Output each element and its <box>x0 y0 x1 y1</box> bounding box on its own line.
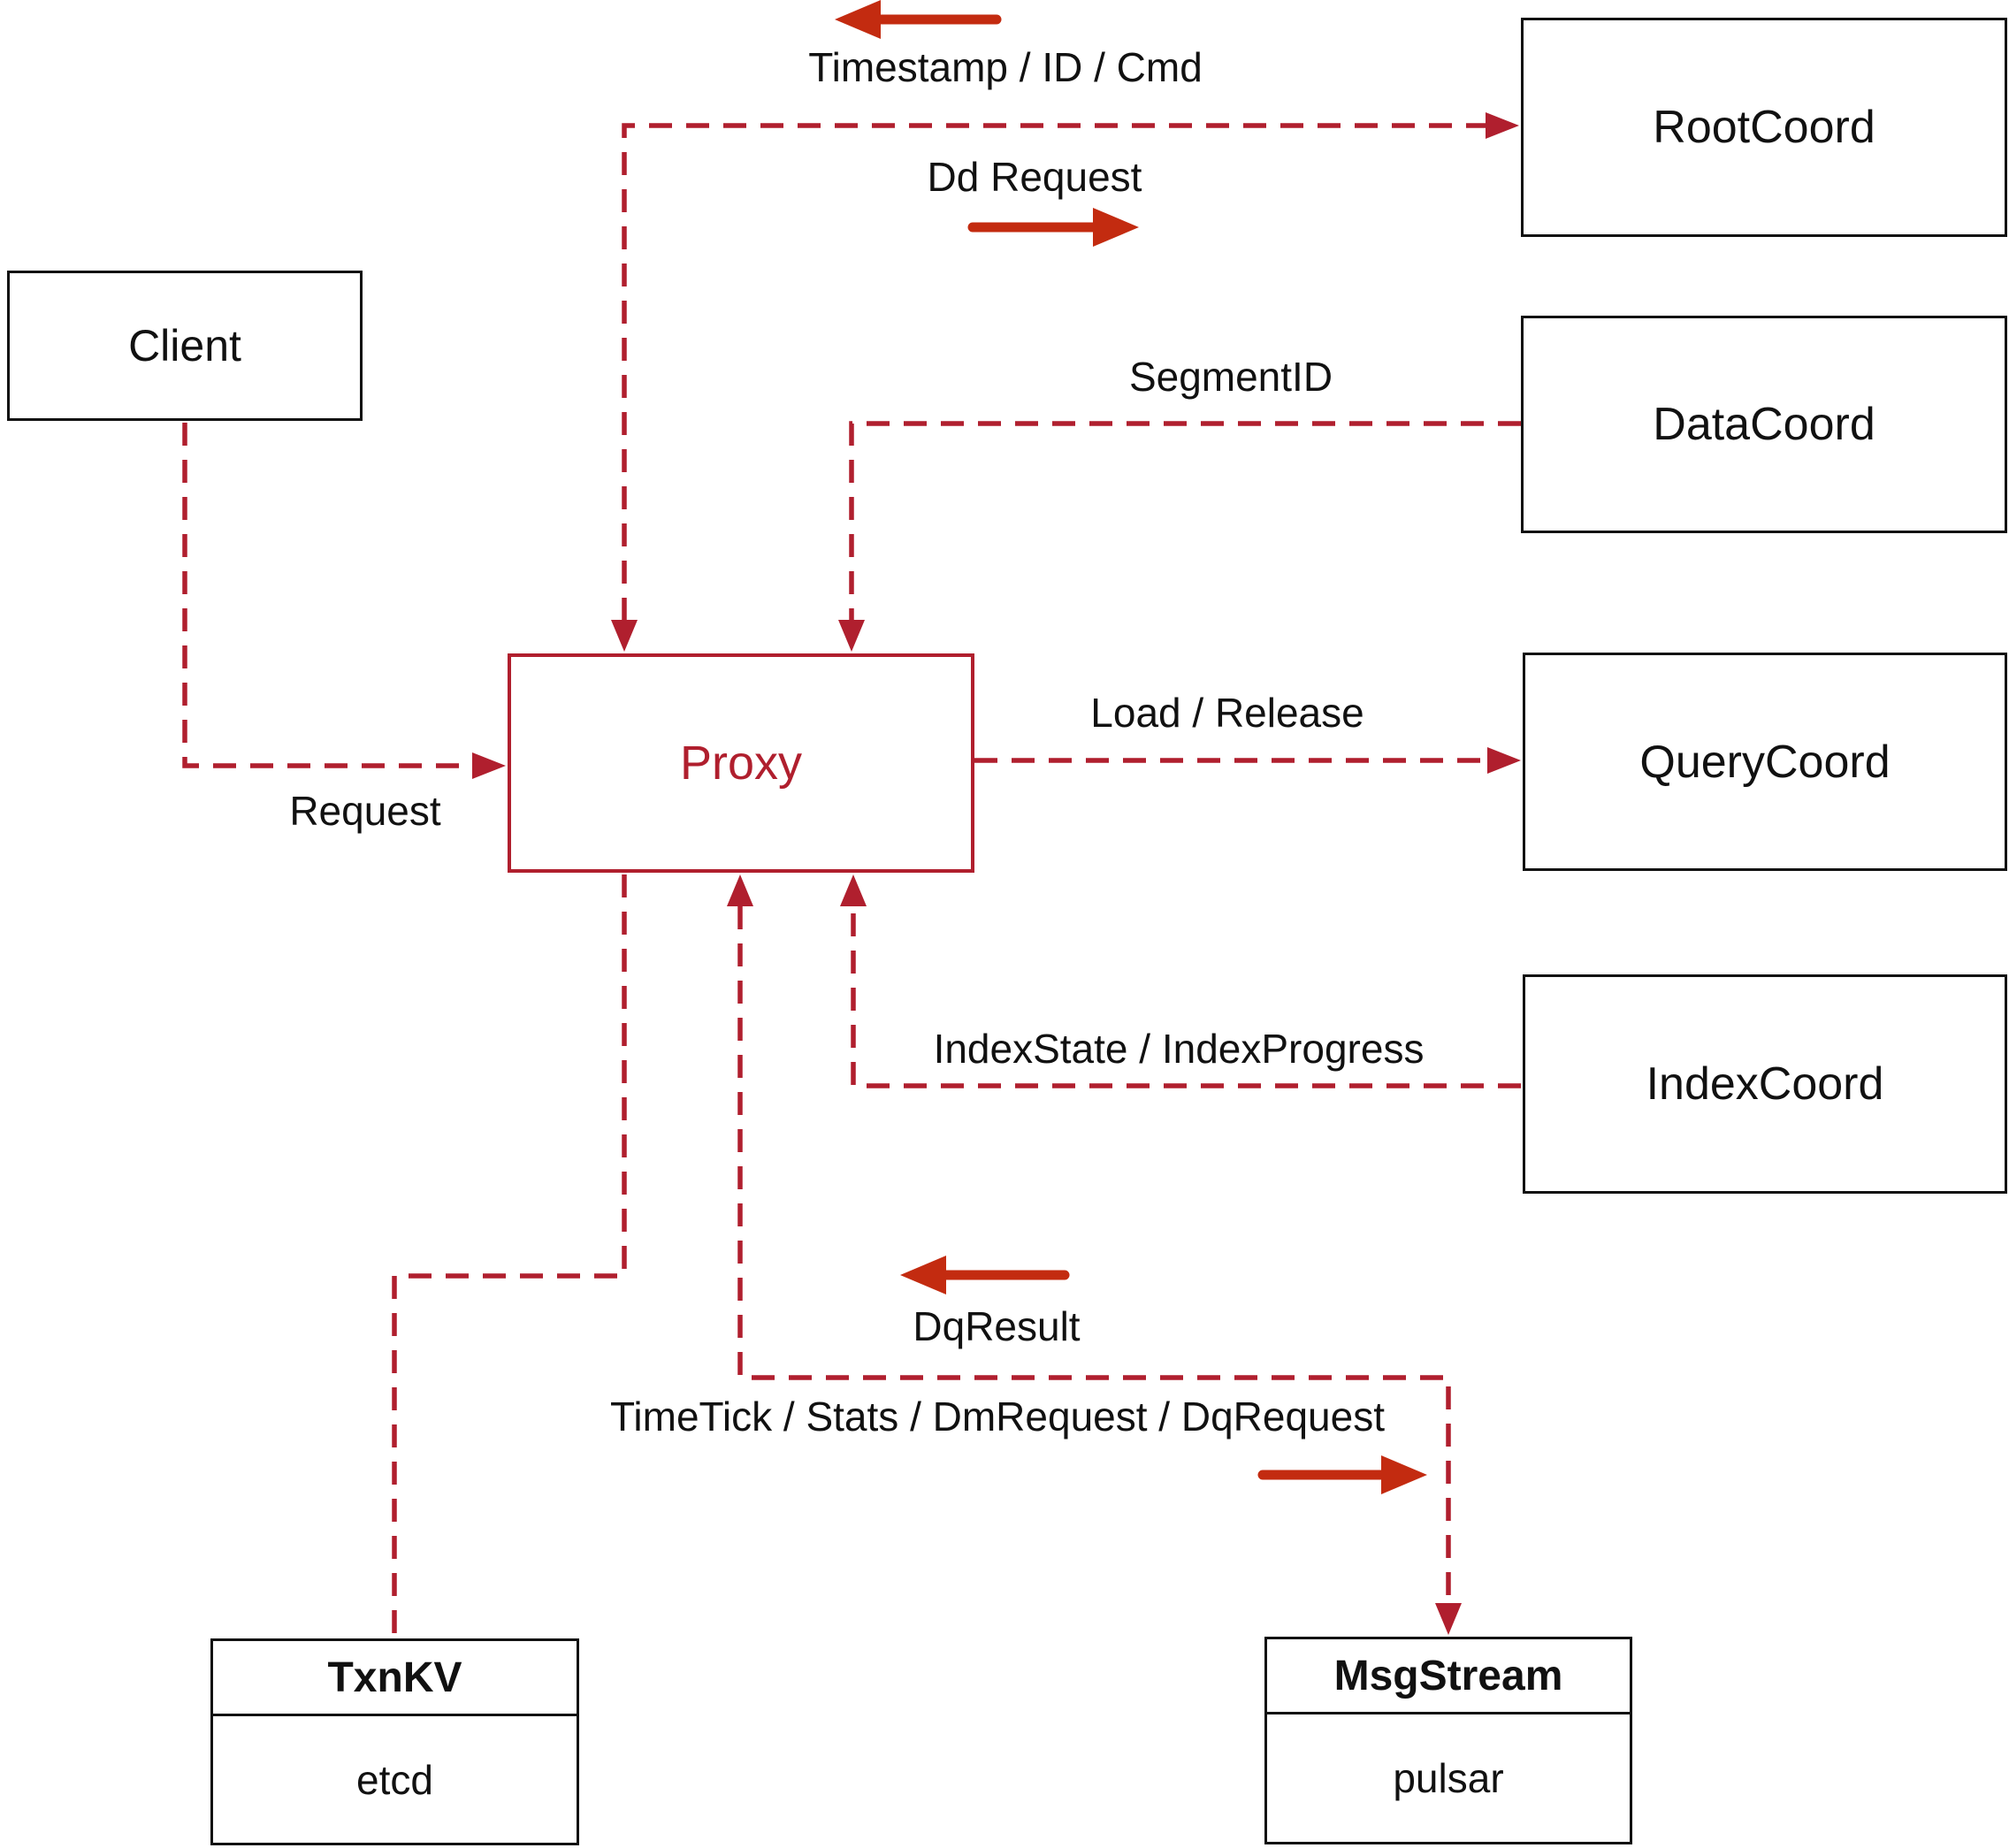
edge-proxy-rootcoord <box>622 123 1489 620</box>
edge-label-dd-request: Dd Request <box>927 154 1142 200</box>
node-client-label: Client <box>128 321 241 370</box>
arrowhead-into-proxy-top-left <box>611 620 638 652</box>
dqresult-direction-arrowhead <box>900 1256 946 1294</box>
node-indexcoord-label: IndexCoord <box>1646 1058 1884 1110</box>
arrowhead-into-proxy-top-right <box>838 620 865 652</box>
node-proxy: Proxy <box>508 653 974 873</box>
node-msgstream-title: MsgStream <box>1267 1639 1630 1714</box>
arrowhead-into-proxy-bottom-left <box>727 874 753 906</box>
arrowhead-into-proxy-bottom-right <box>840 874 867 906</box>
edge-proxy-msgstream <box>737 906 1451 1621</box>
arrowhead-into-rootcoord <box>1486 112 1519 139</box>
node-querycoord: QueryCoord <box>1523 653 2007 871</box>
node-client: Client <box>7 271 363 421</box>
edge-indexcoord-proxy <box>851 906 1521 1088</box>
edge-client-proxy <box>182 423 474 768</box>
arrowhead-into-msgstream <box>1435 1603 1462 1635</box>
dd-request-direction-arrowhead <box>1093 208 1139 247</box>
node-indexcoord: IndexCoord <box>1523 974 2007 1194</box>
arrowhead-into-querycoord <box>1487 747 1521 774</box>
edge-label-timestamp-id-cmd: Timestamp / ID / Cmd <box>808 44 1203 90</box>
timestamp-direction-arrowhead <box>835 0 881 39</box>
node-querycoord-label: QueryCoord <box>1639 736 1891 788</box>
edge-label-request: Request <box>289 788 441 834</box>
arrowhead-into-proxy-left <box>472 752 506 779</box>
edge-label-indexstate-indexprogress: IndexState / IndexProgress <box>933 1026 1425 1072</box>
edge-datacoord-proxy <box>849 421 1521 620</box>
timetick-direction-arrowhead <box>1381 1455 1427 1494</box>
edge-label-timetick-stats-dmrequest-dqrequest: TimeTick / Stats / DmRequest / DqRequest <box>610 1394 1385 1439</box>
node-txnkv-implementation: etcd <box>356 1756 433 1803</box>
node-datacoord-label: DataCoord <box>1653 399 1875 450</box>
node-proxy-label: Proxy <box>679 737 803 790</box>
node-rootcoord: RootCoord <box>1521 18 2007 237</box>
edge-label-dqresult: DqResult <box>913 1303 1081 1349</box>
node-txnkv-title: TxnKV <box>213 1641 577 1716</box>
edge-label-segmentid: SegmentID <box>1128 354 1333 400</box>
edge-label-load-release: Load / Release <box>1090 690 1364 736</box>
node-datacoord: DataCoord <box>1521 316 2007 533</box>
edge-proxy-txnkv <box>392 874 627 1637</box>
node-msgstream-implementation: pulsar <box>1393 1755 1504 1801</box>
node-rootcoord-label: RootCoord <box>1653 102 1875 153</box>
node-txnkv: TxnKV etcd <box>210 1638 579 1845</box>
node-msgstream: MsgStream pulsar <box>1264 1637 1632 1844</box>
